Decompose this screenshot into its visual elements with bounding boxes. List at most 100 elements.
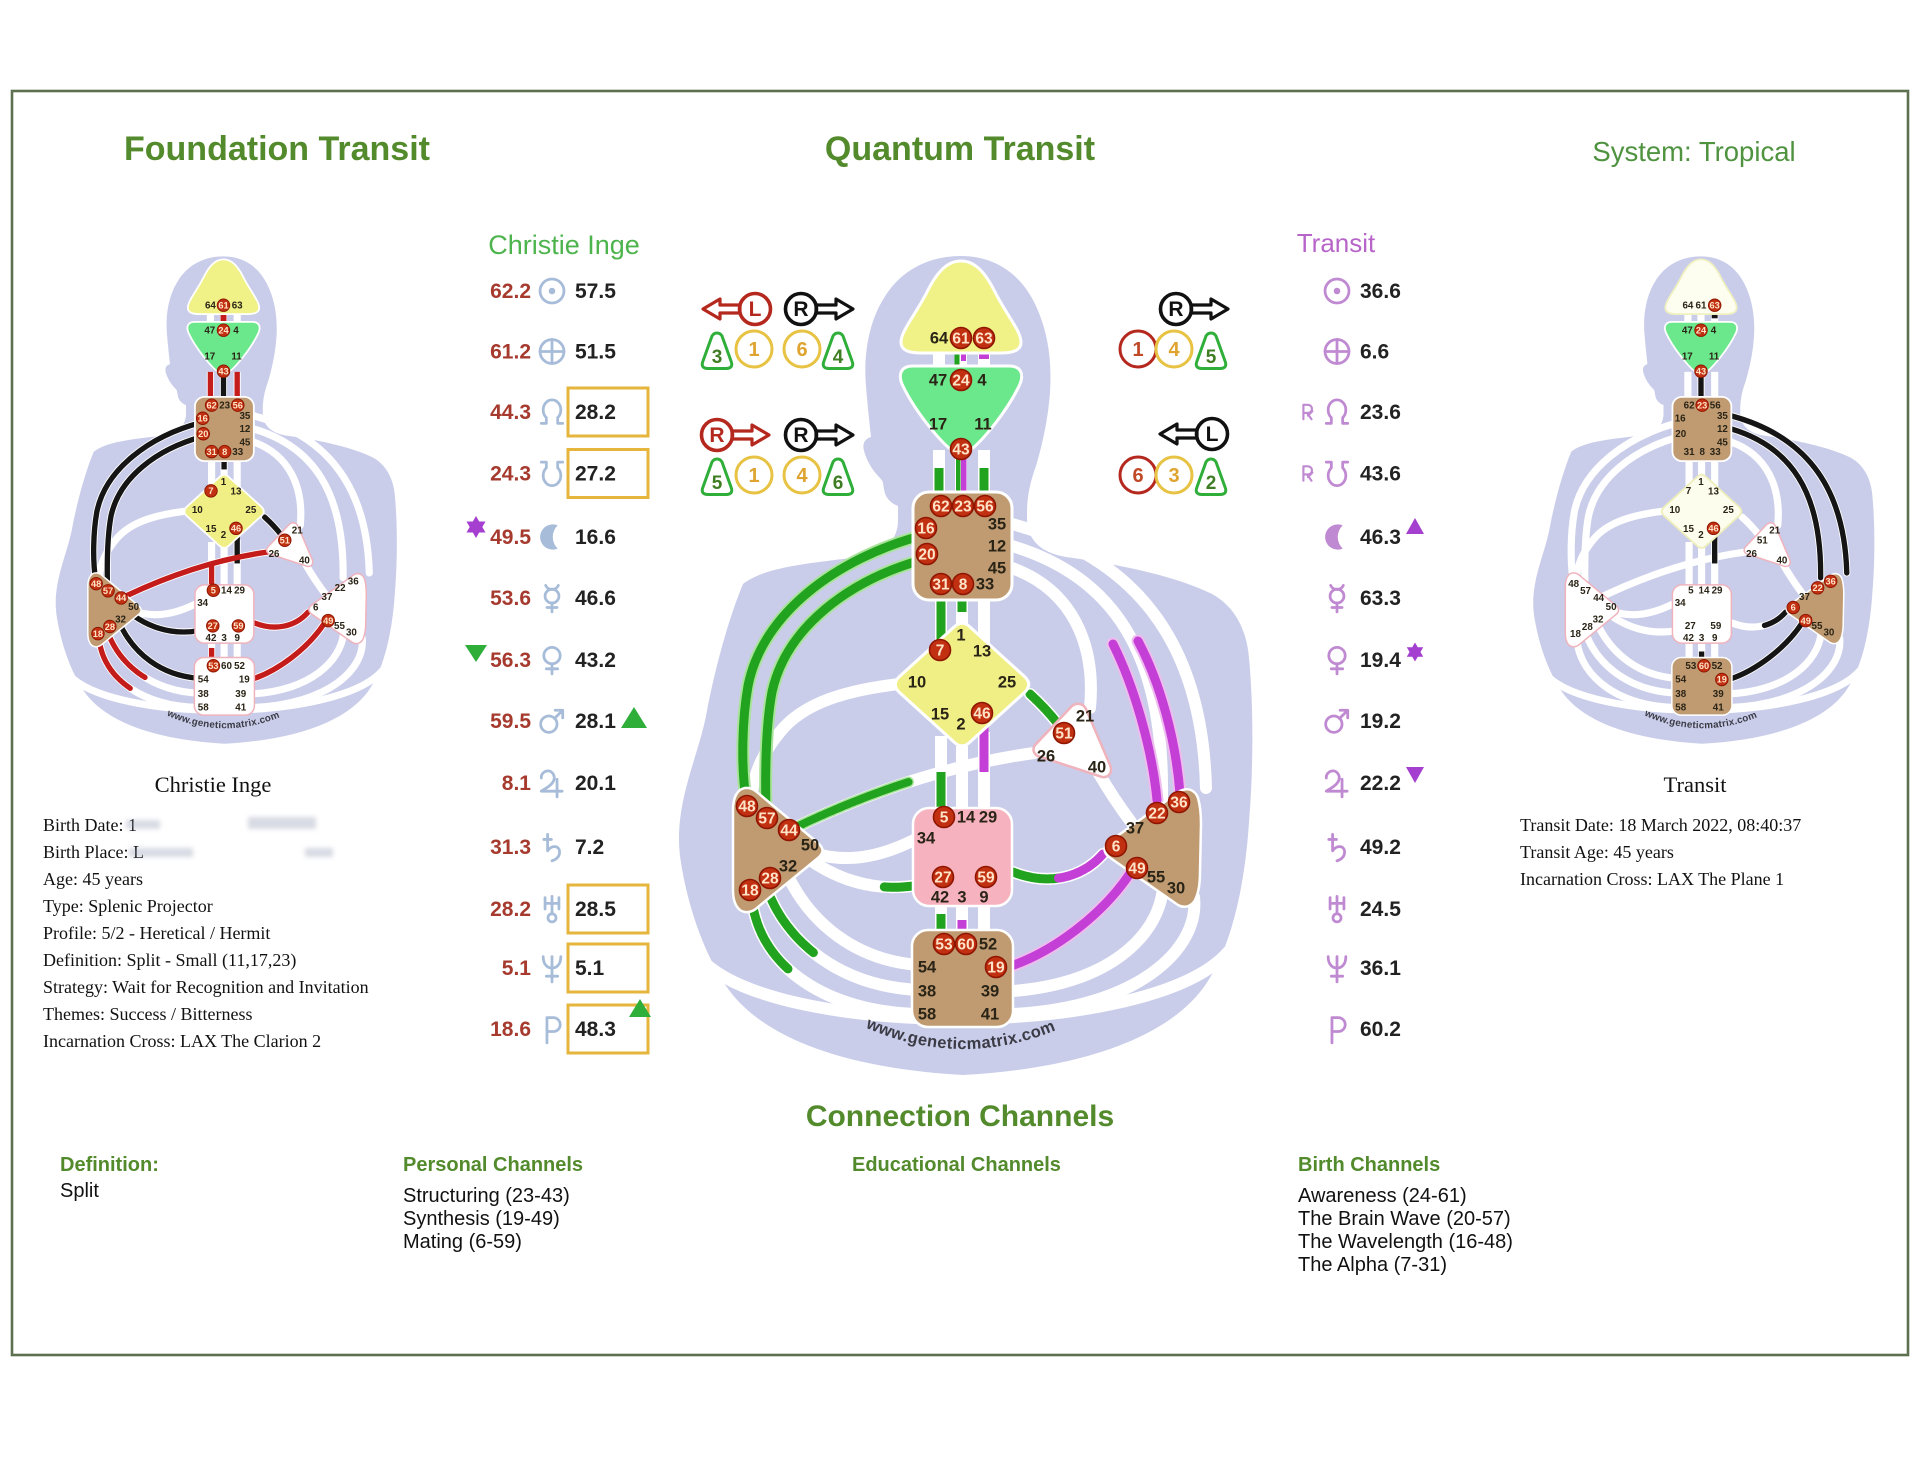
- svg-text:System: Tropical: System: Tropical: [1592, 136, 1795, 167]
- svg-text:6.6: 6.6: [1360, 341, 1389, 364]
- svg-text:46: 46: [973, 706, 991, 723]
- svg-text:6: 6: [833, 473, 844, 494]
- svg-text:28.2: 28.2: [490, 898, 531, 921]
- svg-text:10: 10: [1669, 505, 1680, 516]
- svg-text:8: 8: [1699, 447, 1705, 458]
- svg-text:64: 64: [205, 300, 216, 311]
- svg-text:48: 48: [91, 579, 101, 589]
- svg-text:42: 42: [1683, 633, 1694, 644]
- svg-text:30: 30: [1167, 880, 1185, 898]
- svg-text:16: 16: [917, 521, 935, 538]
- svg-text:60: 60: [221, 661, 232, 672]
- svg-text:7: 7: [1686, 486, 1692, 497]
- svg-text:3: 3: [957, 889, 966, 907]
- svg-text:Educational Channels: Educational Channels: [852, 1154, 1061, 1176]
- svg-text:Structuring (23-43): Structuring (23-43): [403, 1185, 570, 1207]
- svg-text:5.1: 5.1: [575, 957, 605, 980]
- svg-text:57: 57: [1580, 586, 1591, 597]
- svg-text:20: 20: [1675, 429, 1686, 440]
- svg-text:43: 43: [952, 442, 970, 459]
- svg-text:34: 34: [1675, 598, 1686, 609]
- svg-text:4: 4: [1711, 325, 1717, 336]
- svg-text:Incarnation Cross: LAX The Pla: Incarnation Cross: LAX The Plane 1: [1520, 869, 1784, 889]
- svg-text:43: 43: [1696, 367, 1706, 377]
- svg-text:33: 33: [232, 447, 243, 458]
- svg-text:50: 50: [801, 837, 819, 855]
- svg-text:37: 37: [1799, 592, 1810, 603]
- svg-text:24: 24: [218, 325, 229, 335]
- svg-text:52: 52: [1712, 661, 1723, 672]
- svg-text:30: 30: [346, 628, 357, 639]
- svg-text:Type: Splenic Projector: Type: Splenic Projector: [43, 896, 213, 916]
- svg-text:L: L: [1206, 423, 1219, 446]
- svg-text:22: 22: [1148, 806, 1165, 823]
- svg-text:36: 36: [1826, 577, 1836, 587]
- svg-text:27: 27: [208, 621, 218, 631]
- svg-text:3: 3: [221, 633, 227, 644]
- svg-text:The Alpha (7-31): The Alpha (7-31): [1298, 1254, 1447, 1276]
- svg-text:49: 49: [323, 616, 333, 626]
- svg-text:62: 62: [1684, 400, 1695, 411]
- svg-text:22: 22: [1812, 583, 1822, 593]
- svg-text:54: 54: [918, 959, 937, 977]
- svg-text:60: 60: [1699, 661, 1709, 671]
- svg-text:56: 56: [976, 499, 994, 516]
- svg-text:25: 25: [1723, 505, 1734, 516]
- svg-text:57.5: 57.5: [575, 280, 616, 303]
- svg-text:23: 23: [1697, 400, 1707, 410]
- svg-text:29: 29: [1712, 585, 1723, 596]
- svg-text:Incarnation Cross: LAX The Cla: Incarnation Cross: LAX The Clarion 2: [43, 1031, 321, 1051]
- svg-text:28: 28: [105, 622, 115, 632]
- svg-text:12: 12: [239, 424, 250, 435]
- svg-text:46: 46: [1708, 524, 1718, 534]
- svg-text:7: 7: [208, 486, 213, 496]
- svg-text:59: 59: [1710, 621, 1721, 632]
- svg-text:55: 55: [1812, 621, 1823, 632]
- svg-text:38: 38: [1675, 689, 1686, 700]
- svg-text:36: 36: [1170, 795, 1188, 812]
- svg-text:13: 13: [231, 487, 242, 498]
- svg-text:33: 33: [976, 576, 994, 594]
- svg-text:42: 42: [931, 889, 949, 907]
- svg-text:L: L: [749, 298, 762, 321]
- svg-text:26: 26: [269, 549, 280, 560]
- svg-text:56.3: 56.3: [490, 649, 531, 672]
- svg-text:6: 6: [1132, 465, 1143, 487]
- svg-text:3: 3: [1699, 633, 1705, 644]
- svg-text:22.2: 22.2: [1360, 772, 1401, 795]
- svg-text:24: 24: [952, 373, 970, 390]
- svg-text:32: 32: [115, 615, 126, 626]
- svg-text:38: 38: [918, 983, 936, 1001]
- svg-text:31: 31: [206, 447, 216, 457]
- svg-text:61: 61: [218, 300, 228, 310]
- svg-text:48: 48: [738, 799, 756, 816]
- svg-text:1: 1: [956, 627, 965, 645]
- svg-text:57: 57: [103, 586, 113, 596]
- svg-text:27: 27: [934, 870, 951, 887]
- svg-text:44: 44: [780, 823, 798, 840]
- svg-text:51.5: 51.5: [575, 341, 616, 364]
- svg-text:5: 5: [1206, 347, 1217, 368]
- svg-text:5: 5: [712, 473, 723, 494]
- svg-text:9: 9: [1712, 633, 1718, 644]
- svg-text:50: 50: [1606, 602, 1617, 613]
- svg-text:19.2: 19.2: [1360, 710, 1401, 733]
- svg-text:51: 51: [1055, 726, 1073, 743]
- svg-text:6: 6: [1112, 839, 1121, 856]
- svg-text:55: 55: [334, 621, 345, 632]
- svg-text:35: 35: [988, 516, 1006, 534]
- svg-text:Profile: 5/2 - Heretical / Her: Profile: 5/2 - Heretical / Hermit: [43, 923, 270, 943]
- svg-text:51: 51: [280, 536, 290, 546]
- svg-text:Themes: Success / Bitterness: Themes: Success / Bitterness: [43, 1004, 252, 1024]
- svg-text:24.3: 24.3: [490, 463, 531, 486]
- svg-text:22: 22: [335, 583, 346, 594]
- svg-text:16: 16: [198, 414, 208, 424]
- svg-text:12: 12: [988, 538, 1006, 556]
- svg-text:Personal Channels: Personal Channels: [403, 1154, 583, 1176]
- svg-text:27: 27: [1685, 621, 1696, 632]
- svg-text:2: 2: [221, 530, 227, 541]
- svg-text:54: 54: [198, 675, 209, 686]
- svg-text:32: 32: [1593, 615, 1604, 626]
- svg-text:12: 12: [1717, 424, 1728, 435]
- svg-text:10: 10: [908, 674, 926, 692]
